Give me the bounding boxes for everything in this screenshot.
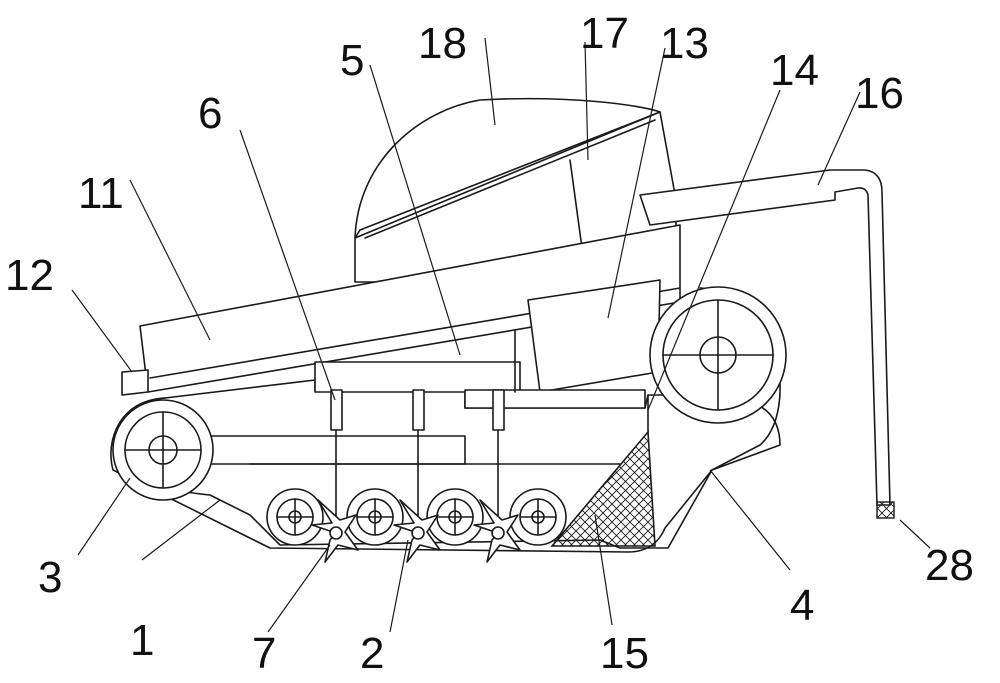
discharge-pipe-16 [639,169,891,506]
frame-post-5 [314,361,521,393]
hopper-divider [569,159,583,249]
actuators-6 [330,389,505,531]
label-18: 18 [418,19,467,68]
road-wheels [266,488,567,546]
label-12: 12 [5,251,54,300]
label-13: 13 [660,19,709,68]
label-1: 1 [130,616,154,665]
mesh-screen-15 [550,429,656,547]
label-7: 7 [252,629,276,678]
hopper-dome-18 [354,97,661,239]
label-15: 15 [600,629,649,678]
leader-lines [71,37,931,633]
label-6: 6 [198,89,222,138]
label-17: 17 [580,9,629,58]
hopper-inner-line [364,119,656,239]
label-3: 3 [38,553,62,602]
pipe-filter-28 [876,501,895,519]
label-11: 11 [78,169,124,218]
collection-box-13 [527,279,661,393]
label-14: 14 [770,46,819,95]
label-4: 4 [790,581,814,630]
rotary-cutters-7 [311,499,521,563]
frame-column [464,389,646,409]
label-28: 28 [925,541,974,590]
inlet-scoop-12 [121,369,149,396]
front-wheel-3 [112,399,214,501]
label-2: 2 [360,629,384,678]
label-16: 16 [855,69,904,118]
rear-wheel [649,286,787,424]
label-5: 5 [340,36,364,85]
